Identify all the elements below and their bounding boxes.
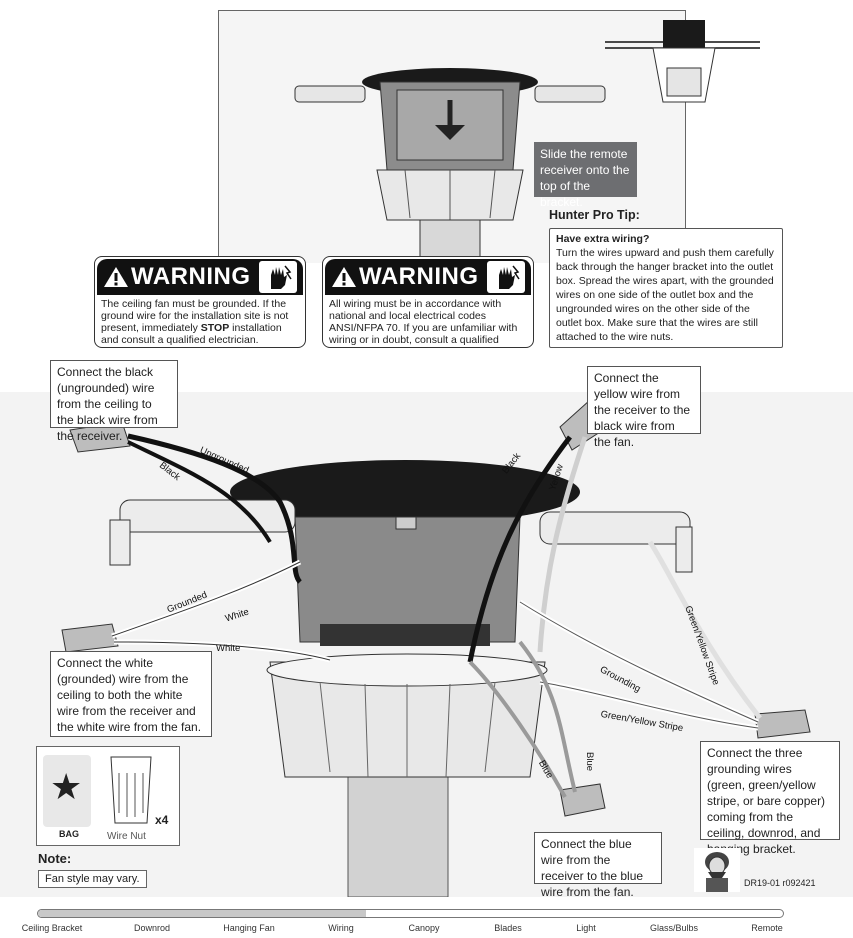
blue-wire-callout: Connect the blue wire from the receiver … — [534, 832, 662, 899]
wire-nut-icon — [110, 756, 152, 824]
warning-grounding-text: The ceiling fan must be grounded. If the… — [95, 295, 305, 347]
warning-triangle-icon — [332, 267, 356, 287]
receiver-inset-illustration — [605, 20, 760, 103]
warning-text: installation and consult a qualified ele… — [101, 322, 282, 346]
step-hanging-fan[interactable]: Hanging Fan — [223, 923, 275, 933]
step-canopy[interactable]: Canopy — [408, 923, 440, 933]
electric-shock-hand-icon — [487, 261, 525, 293]
pro-tip-heading: Hunter Pro Tip: — [549, 208, 640, 222]
step-light[interactable]: Light — [576, 923, 596, 933]
wire-nut-quantity: x4 — [155, 813, 169, 827]
wire-label-blue: Blue — [584, 751, 596, 772]
wire-label-white: White — [216, 643, 241, 654]
step-downrod[interactable]: Downrod — [133, 923, 171, 933]
star-icon: ★ — [50, 766, 83, 807]
step-wiring[interactable]: Wiring — [328, 923, 354, 933]
warning-title: WARNING — [359, 263, 479, 290]
grounding-wires-callout: Connect the three grounding wires (green… — [700, 741, 840, 856]
step-blades[interactable]: Blades — [494, 923, 522, 933]
black-wire-callout: Connect the black (ungrounded) wire from… — [50, 360, 178, 443]
warning-title: WARNING — [131, 263, 251, 290]
note-text: Fan style may vary. — [38, 870, 147, 888]
progress-track — [37, 909, 784, 918]
wiring-diagram-illustration — [61, 399, 811, 897]
bag-label: BAG — [59, 829, 79, 839]
note-heading: Note: — [38, 851, 72, 866]
warning-stop-text: STOP — [200, 322, 230, 334]
pro-tip-box: Have extra wiring? Turn the wires upward… — [549, 228, 783, 348]
pro-tip-text: Turn the wires upward and push them care… — [556, 247, 774, 343]
warning-wiring-text: All wiring must be in accordance with na… — [329, 298, 518, 347]
receiver-bracket-illustration — [294, 68, 606, 260]
warning-header: WARNING — [325, 259, 531, 295]
warning-triangle-icon — [104, 267, 128, 287]
pro-tip-subheading: Have extra wiring? — [556, 233, 650, 245]
warning-header: WARNING — [97, 259, 303, 295]
warning-grounding-box: WARNING The ceiling fan must be grounded… — [94, 256, 306, 348]
warning-text: The ceiling fan must be grounded. If the… — [101, 298, 289, 334]
progress-fill — [38, 910, 366, 917]
step-glass-bulbs[interactable]: Glass/Bulbs — [649, 923, 699, 933]
electric-shock-hand-icon — [259, 261, 297, 293]
bag-image — [43, 755, 91, 827]
parts-box: ★ BAG Wire Nut x4 — [36, 746, 180, 846]
warning-wiring-codes-box: WARNING All wiring must be in accordance… — [322, 256, 534, 348]
hunter-mascot-image — [694, 848, 740, 892]
yellow-wire-callout: Connect the yellow wire from the receive… — [587, 366, 701, 449]
document-code: DR19-01 r092421 — [744, 878, 816, 888]
step-ceiling-bracket[interactable]: Ceiling Bracket — [21, 923, 83, 933]
step-navigation: Ceiling Bracket Downrod Hanging Fan Wiring C… — [0, 897, 853, 938]
white-wire-callout: Connect the white (grounded) wire from t… — [50, 651, 212, 737]
wire-nut-label: Wire Nut — [107, 831, 146, 842]
slide-receiver-callout: Slide the remote receiver onto the top o… — [534, 142, 637, 209]
step-remote[interactable]: Remote — [751, 923, 783, 933]
